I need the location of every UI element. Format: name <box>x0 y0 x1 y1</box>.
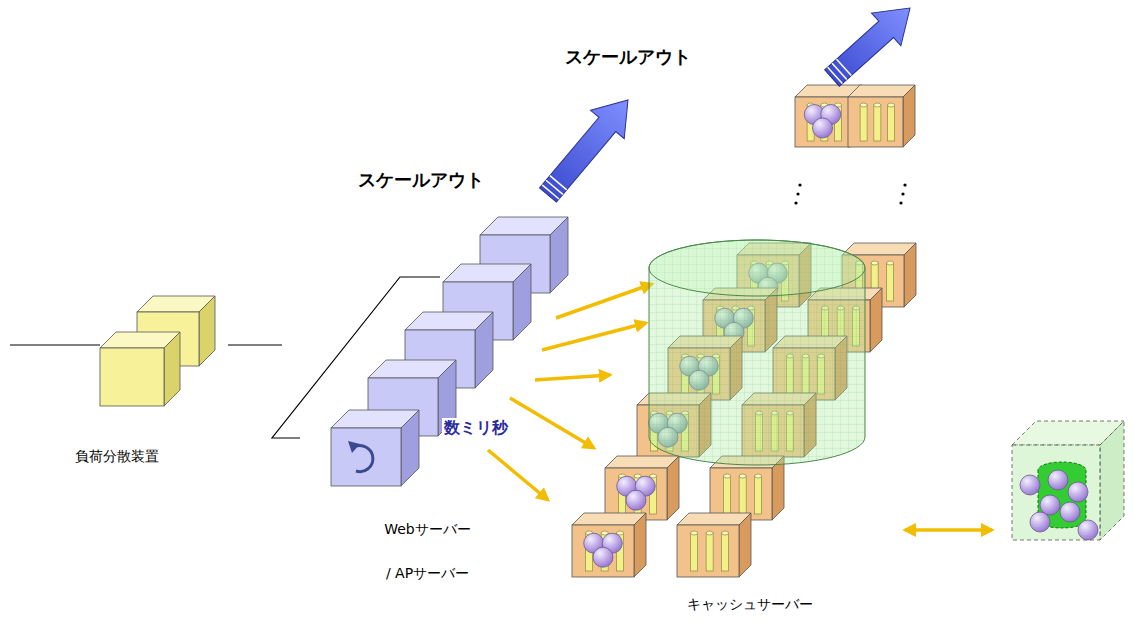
continuation-dot <box>901 192 904 195</box>
network-line <box>10 345 100 346</box>
balancer-box <box>100 332 180 406</box>
cache-server-box <box>848 85 915 147</box>
refresh-icon <box>348 441 373 472</box>
node-label: キャッシュサーバー <box>687 595 813 613</box>
continuation-dot <box>903 183 906 186</box>
node-label: 負荷分散装置 <box>75 447 159 465</box>
cache-server-box <box>572 513 646 577</box>
node-label: Webサーバー / APサーバー <box>382 508 474 595</box>
latency-label: 数ミリ秒 <box>442 418 510 439</box>
access-arrow <box>542 323 646 350</box>
continuation-dot <box>899 201 902 204</box>
scale-out-arrow <box>531 86 645 209</box>
cache-server-box <box>677 513 751 577</box>
continuation-dot <box>798 183 801 186</box>
continuation-dot <box>796 192 799 195</box>
scale-out-arrow <box>817 0 924 94</box>
access-arrow <box>510 398 594 448</box>
web-server-box <box>331 410 419 486</box>
web-ap-server-group: Webサーバー / APサーバー <box>320 215 535 595</box>
access-arrow <box>488 450 548 500</box>
cache-server-box <box>710 456 784 520</box>
access-arrow <box>535 375 610 380</box>
load-balancer-group: 負荷分散装置 <box>17 280 217 465</box>
external-store-box <box>1012 421 1124 540</box>
cache-server-box <box>605 456 679 520</box>
cache-server-group: キャッシュサーバー <box>610 235 890 613</box>
distributed-cache-cylinder <box>649 240 865 465</box>
access-arrow <box>556 284 652 318</box>
scale-out-label: スケールアウト <box>565 45 691 69</box>
scale-out-label: スケールアウト <box>358 168 484 192</box>
network-line <box>228 345 282 346</box>
sync-arrow <box>905 528 992 532</box>
continuation-dot <box>794 201 797 204</box>
